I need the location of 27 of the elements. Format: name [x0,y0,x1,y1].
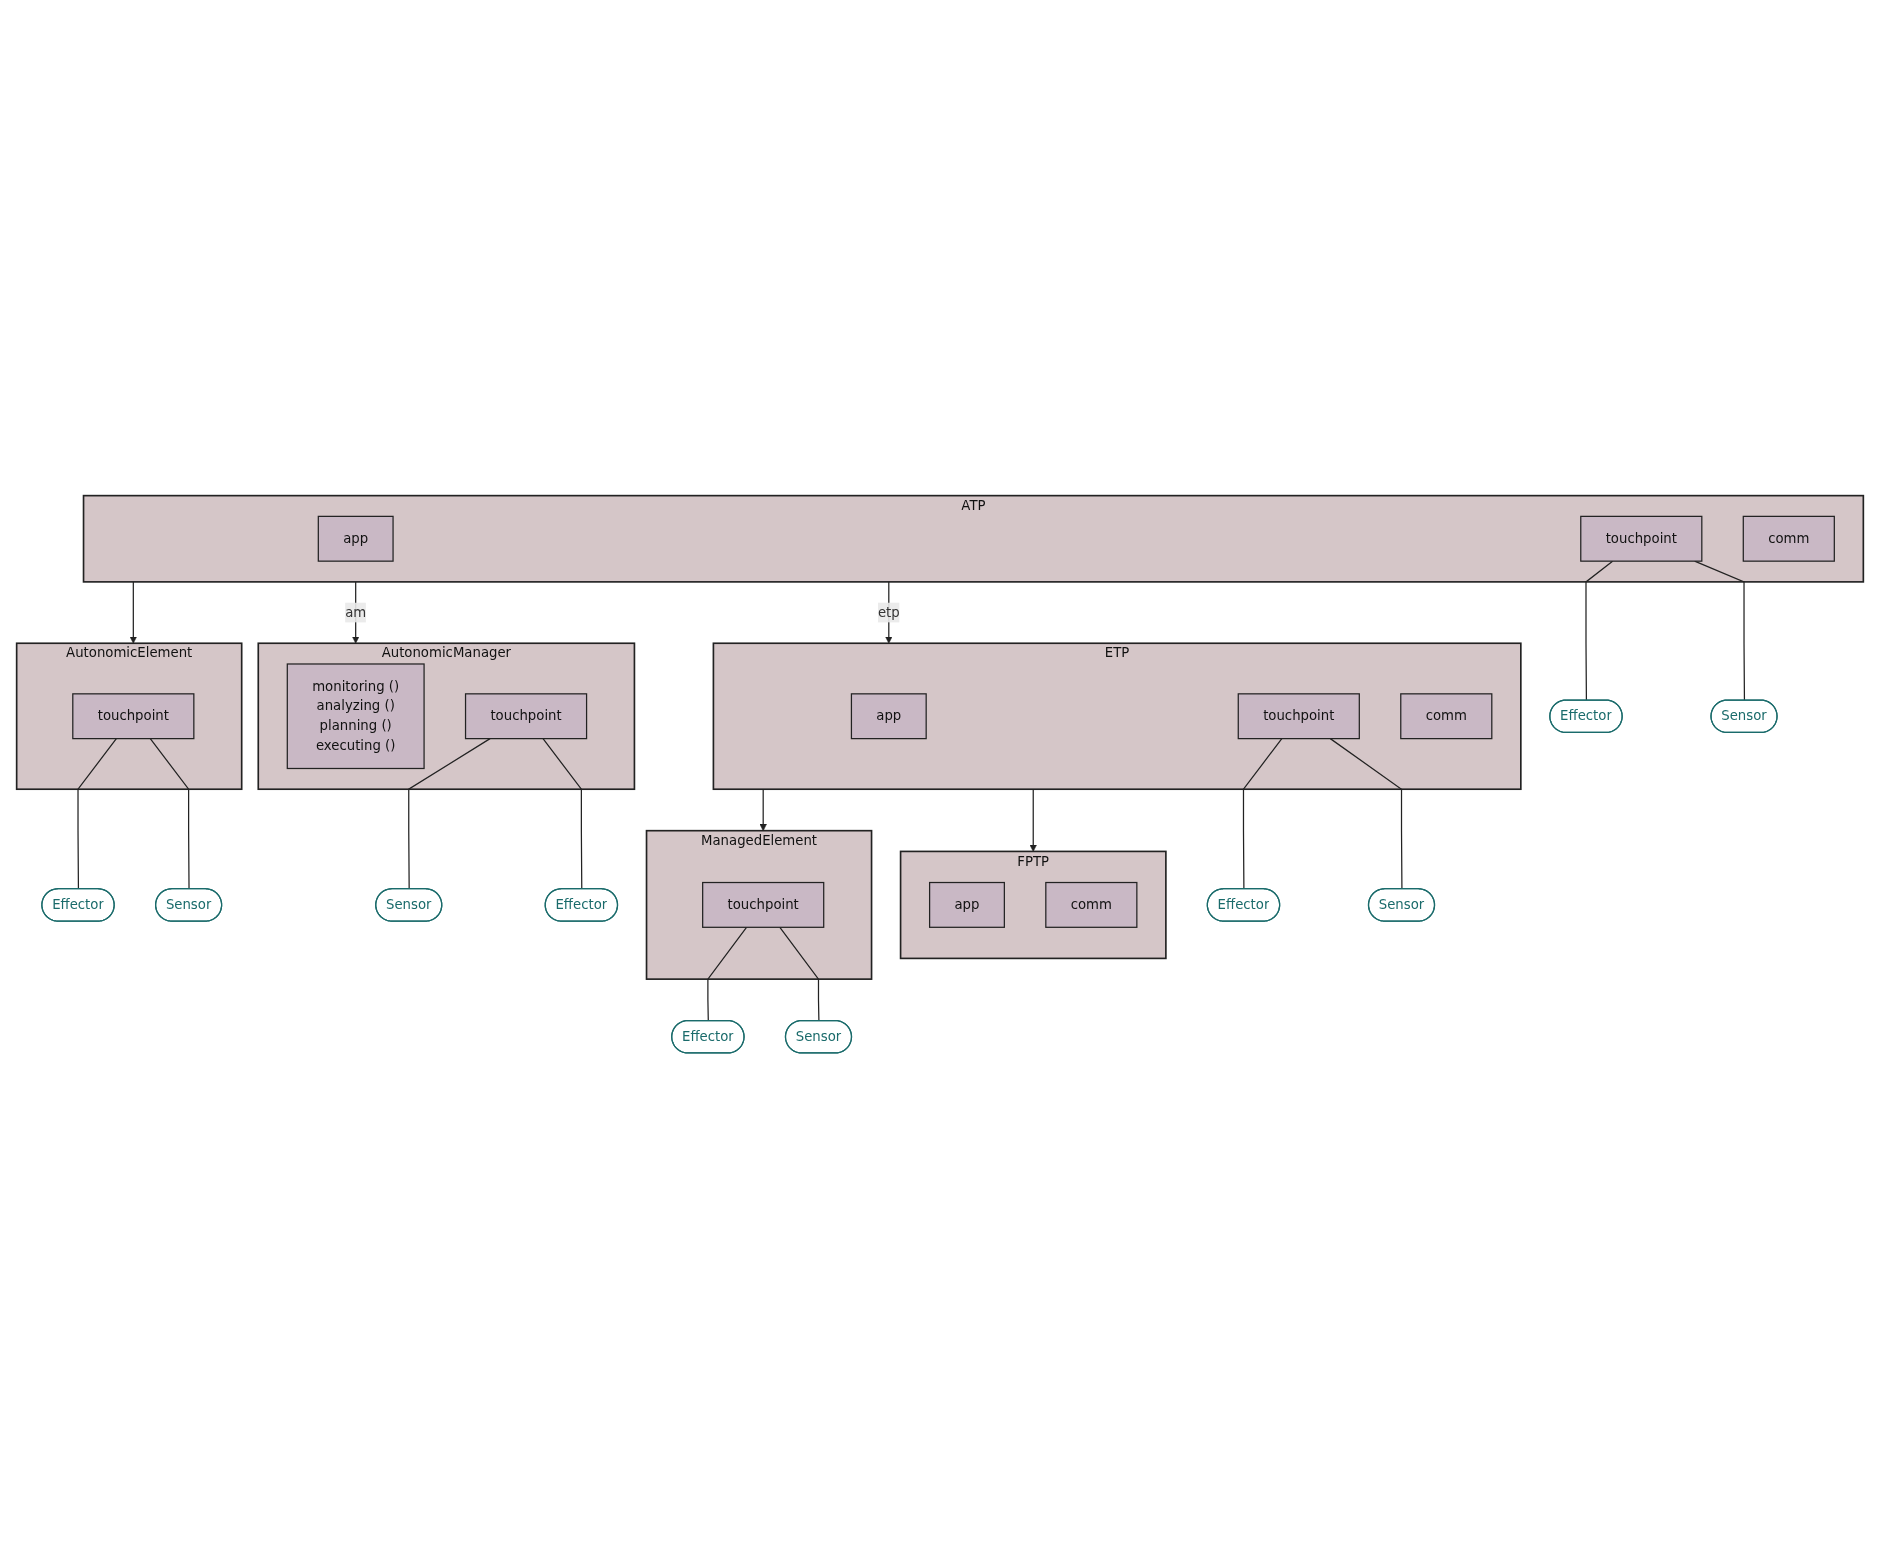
node-box: app [317,515,394,562]
node-box: touchpoint [702,882,825,929]
connector [542,738,583,890]
node-box: touchpoint [1237,693,1360,740]
connector [707,926,748,1022]
connector [408,738,491,890]
edge-label: etp [877,604,900,621]
edge-label: am [345,604,367,621]
arrow [129,581,137,644]
node-box: app [929,882,1005,929]
node-box: touchpoint [1580,515,1703,562]
node-box: monitoring () analyzing () planning () executing () [286,663,425,770]
arrow [759,788,767,832]
node-box: touchpoint [464,693,588,740]
connector [1694,560,1746,702]
connector [1242,738,1283,890]
node-box: touchpoint [72,693,195,740]
node-box: app [850,693,927,740]
node-box: comm [1400,693,1493,740]
connector [1585,560,1614,702]
connector [149,738,190,890]
arrow [1029,788,1037,852]
connector [779,926,820,1022]
node-box: comm [1045,882,1138,929]
node-box: comm [1742,515,1835,562]
connector [1329,738,1403,890]
connector [77,738,117,890]
